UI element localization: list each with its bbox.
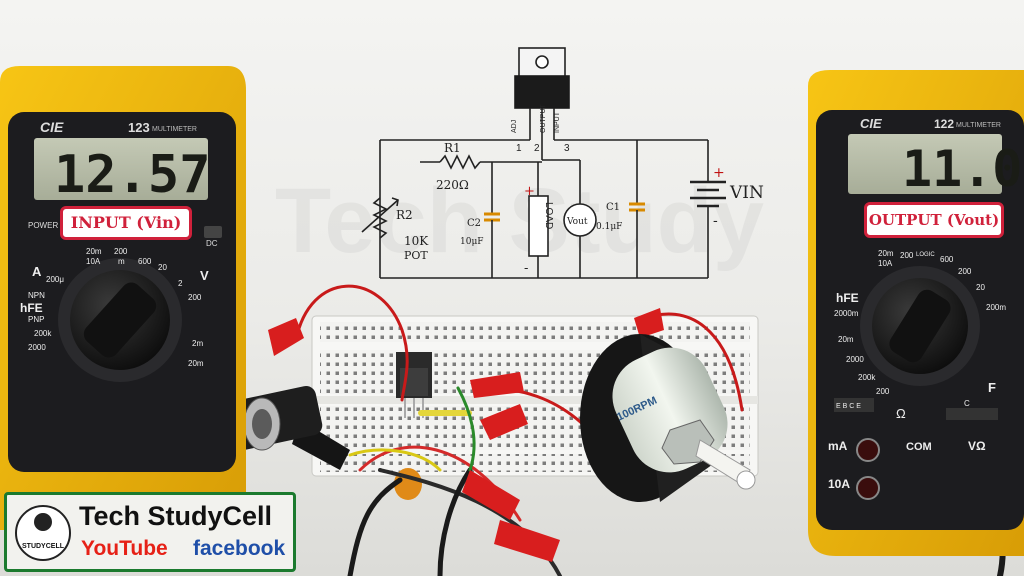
dial-right-label: 2000m [834, 309, 859, 318]
dial-right-label: 200m [986, 303, 1006, 312]
meter-left-dc-button [204, 226, 222, 238]
pin-number-2: 2 [534, 143, 540, 154]
dial-left-label: PNP [28, 315, 44, 324]
multimeter-input: CIE 123 MULTIMETER 12.57 POWER DC 20m 10… [0, 66, 246, 530]
pin-label-input: INPUT [554, 111, 561, 133]
dial-left-label: 200k [34, 329, 52, 338]
meter-right-reading: 11.0 [902, 140, 1022, 198]
meter-left-model: 123 [128, 120, 150, 135]
meter-right-model: 122 [934, 117, 954, 131]
studycell-logo: STUDYCELL [15, 505, 71, 561]
load-label: LOAD [543, 202, 554, 229]
r1-label: R1 [444, 141, 461, 155]
youtube-logo: YouTube [81, 537, 168, 560]
dc-motor: 100RPM [580, 334, 756, 502]
dial-right-label: 200 [958, 267, 972, 276]
dial-left-label: 10A [86, 257, 101, 266]
meter-left-model-sub: MULTIMETER [152, 126, 197, 133]
r2-label: R2 [396, 208, 413, 222]
dial-left-label: 2000 [28, 343, 46, 352]
dial-right-label: 20m [838, 335, 854, 344]
dial-left-label: 20 [158, 263, 167, 272]
pin-label-output: OUTPUT [540, 104, 547, 134]
watermark-text: Tech Study [275, 170, 764, 272]
dial-left-label: 600 [138, 257, 152, 266]
vout-label: Vout [566, 217, 588, 227]
meter-right-ebce: E B C E [836, 403, 861, 410]
logo-text: STUDYCELL [22, 543, 64, 550]
jack-label-vohm: VΩ [968, 439, 986, 453]
vin-plus: + [713, 165, 725, 181]
meter-left-amp-label: A [32, 264, 42, 279]
meter-right-ohm: Ω [896, 406, 906, 421]
dial-right-label: 600 [940, 255, 954, 264]
channel-name: Tech StudyCell [79, 501, 273, 531]
jack-10a [856, 476, 880, 500]
jack-ma [856, 438, 880, 462]
meter-right-transistor-socket [834, 398, 874, 412]
load-plus: + [524, 184, 535, 199]
meter-left-brand: CIE [40, 119, 64, 135]
channel-brand-banner: STUDYCELL Tech StudyCell YouTube faceboo… [4, 492, 296, 572]
c2-label: C2 [467, 218, 481, 229]
facebook-logo: facebook [193, 537, 286, 560]
r1-value: 220Ω [436, 178, 469, 192]
dial-left-label: m [118, 257, 125, 266]
jack-label-com: COM [906, 441, 932, 453]
dial-right-label: 2000 [846, 355, 864, 364]
dial-left-label: hFE [20, 301, 43, 315]
jack-label-ma: mA [828, 439, 848, 453]
pin-number-3: 3 [564, 143, 570, 154]
dial-right-label: 20m [878, 249, 894, 258]
dial-right-label: 20 [976, 283, 985, 292]
c1-label: C1 [606, 202, 620, 213]
dial-right-label: LOGIC [916, 252, 935, 258]
circuit-schematic [361, 47, 726, 279]
meter-right-brand: CIE [860, 116, 882, 131]
pin-label-adj: ADJ [511, 120, 518, 133]
meter-right-hfe: hFE [836, 291, 859, 305]
input-vin-tag: INPUT (Vin) [60, 206, 192, 240]
dial-right-label: 200 [900, 251, 914, 260]
c2-value: 10μF [460, 237, 484, 247]
dial-left-label: NPN [28, 291, 45, 300]
meter-right-cap-label: C [964, 399, 970, 408]
logo-figure-icon [34, 513, 52, 531]
dial-left-label: 200μ [46, 275, 64, 284]
dial-right-label: 200 [876, 387, 890, 396]
meter-right-lcd [848, 134, 1002, 194]
dial-left-label: 20m [86, 247, 102, 256]
meter-left-lcd [34, 138, 208, 200]
meter-right-model-sub: MULTIMETER [956, 122, 1001, 129]
multimeter-output: CIE 122 MULTIMETER 11.0 20m 10A 200 LOGI… [808, 70, 1024, 556]
dial-left-label: 20m [188, 359, 204, 368]
dial-left-label: 2 [178, 279, 183, 288]
load-minus: - [524, 261, 528, 276]
output-vout-tag: OUTPUT (Vout) [864, 202, 1004, 238]
meter-left-dc: DC [206, 239, 218, 248]
c1-value: 0.1μF [596, 222, 622, 232]
vin-label: VIN [729, 183, 764, 203]
pin-number-1: 1 [516, 143, 522, 154]
dial-left-label: 2m [192, 339, 203, 348]
schematic-labels: ADJ OUTPUT INPUT 1 2 3 R1 220Ω R2 10K PO… [396, 104, 764, 277]
r2-value: 10K [404, 234, 429, 248]
dial-right-label: 10A [878, 259, 893, 268]
meter-right-farad: F [988, 380, 996, 395]
vin-minus: - [713, 213, 718, 229]
dial-left-label: 200 [188, 293, 202, 302]
jack-label-10a: 10A [828, 477, 850, 491]
dial-right-label: 200k [858, 373, 876, 382]
meter-right-cap-socket [946, 408, 998, 420]
meter-left-volt-label: V [200, 268, 209, 283]
meter-left-reading: 12.57 [54, 145, 211, 205]
meter-left-power: POWER [28, 221, 58, 230]
dial-left-label: 200 [114, 247, 128, 256]
r2-sub: POT [404, 249, 428, 262]
